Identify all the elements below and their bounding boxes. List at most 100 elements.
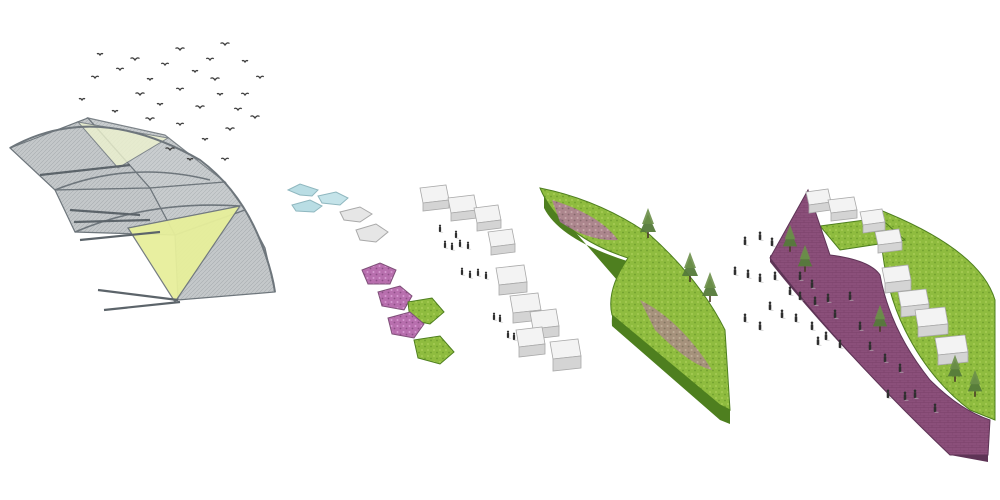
- meadow-surface: [539, 187, 731, 411]
- person-icon: [798, 291, 804, 301]
- person-icon: [798, 271, 804, 281]
- water-pool: [286, 183, 319, 197]
- person-icon: [758, 273, 764, 283]
- canopy-rib: [54, 171, 211, 191]
- canopy-rib: [74, 204, 241, 233]
- tree-icon: [947, 354, 963, 382]
- bird-icon: [195, 105, 205, 110]
- bird-icon: [225, 127, 235, 132]
- seating-block: [827, 196, 858, 222]
- person-icon: [858, 321, 864, 331]
- person-icon: [848, 291, 854, 301]
- meadow-flowers: [640, 300, 712, 370]
- person-icon: [833, 309, 839, 319]
- canopy-leg: [79, 230, 161, 242]
- bird-icon: [216, 92, 224, 97]
- seating-block: [874, 228, 903, 254]
- flower-planter: [361, 262, 397, 285]
- person-icon: [476, 268, 482, 277]
- meadow-flowers: [552, 200, 618, 241]
- person-icon: [826, 293, 832, 303]
- seating-block: [859, 208, 886, 234]
- person-icon: [810, 279, 816, 289]
- stone-slab: [339, 206, 373, 223]
- person-icon: [743, 236, 749, 246]
- person-icon: [794, 313, 800, 323]
- tree-icon: [967, 369, 983, 397]
- person-icon: [913, 389, 919, 399]
- person-icon: [733, 266, 739, 276]
- bird-icon: [96, 52, 104, 57]
- seating-blocks-and-people: [419, 184, 582, 372]
- bird-icon: [220, 157, 230, 162]
- water-pool: [291, 199, 323, 213]
- seating-block: [473, 204, 502, 232]
- bird-icon: [175, 87, 185, 92]
- person-icon: [933, 403, 939, 413]
- bird-icon: [240, 92, 250, 97]
- grass-planter: [413, 335, 455, 365]
- bird-icon: [90, 75, 100, 80]
- person-icon: [868, 341, 874, 351]
- tree-icon: [872, 304, 888, 332]
- bird-icon: [175, 47, 185, 52]
- person-icon: [824, 331, 830, 341]
- seating-block: [447, 194, 478, 222]
- seating-block: [495, 264, 528, 296]
- canopy-accent-panel: [127, 205, 242, 304]
- bird-icon: [220, 42, 230, 47]
- tree-icon: [797, 244, 813, 272]
- bird-icon: [156, 102, 164, 107]
- plaza-promenade: [733, 188, 996, 462]
- person-icon: [460, 267, 466, 276]
- bird-icon: [165, 147, 175, 152]
- person-icon: [484, 271, 490, 280]
- person-icon: [816, 336, 822, 346]
- person-icon: [758, 231, 764, 241]
- canopy-rib: [9, 125, 276, 293]
- seating-block: [914, 306, 949, 338]
- tree-icon: [640, 208, 656, 238]
- bird-icon: [210, 77, 220, 82]
- person-icon: [443, 240, 449, 249]
- seating-block: [881, 264, 912, 294]
- bird-icon: [78, 97, 86, 102]
- canopy-leg: [39, 163, 131, 177]
- tree-icon: [782, 224, 798, 252]
- person-icon: [903, 391, 909, 401]
- person-icon: [810, 321, 816, 331]
- bird-icon: [233, 107, 243, 112]
- person-icon: [768, 301, 774, 311]
- canopy-leg: [73, 218, 151, 224]
- bird-icon: [205, 57, 215, 62]
- seating-block: [549, 338, 582, 372]
- person-icon: [898, 363, 904, 373]
- seating-block: [805, 188, 832, 214]
- person-icon: [773, 271, 779, 281]
- flower-planter: [387, 311, 425, 339]
- bird-icon: [130, 57, 140, 62]
- planters-and-pools: [286, 183, 455, 365]
- person-icon: [838, 339, 844, 349]
- bird-icon: [135, 92, 145, 97]
- bird-icon: [115, 67, 125, 72]
- flower-planter: [377, 285, 413, 311]
- person-icon: [758, 321, 764, 331]
- water-pool: [317, 191, 349, 206]
- person-icon: [458, 239, 464, 248]
- person-icon: [450, 242, 456, 251]
- bird-icon: [175, 122, 185, 127]
- seating-block: [419, 184, 450, 212]
- person-icon: [743, 313, 749, 323]
- bird-icon: [111, 109, 119, 114]
- tree-icon: [682, 252, 698, 282]
- person-icon: [492, 312, 498, 321]
- person-icon: [506, 330, 512, 339]
- person-icon: [466, 241, 472, 250]
- person-icon: [746, 269, 752, 279]
- person-icon: [788, 286, 794, 296]
- bird-icon: [146, 77, 154, 82]
- person-icon: [498, 314, 504, 323]
